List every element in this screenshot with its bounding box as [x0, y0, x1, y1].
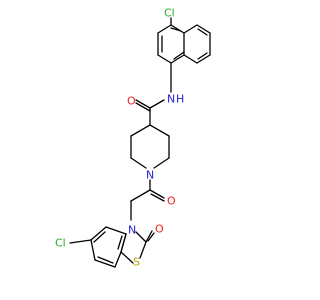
- acyl-linker: [130, 179, 165, 221]
- atom-o-amide: O: [127, 95, 136, 108]
- bond-c-cl-benzo: [69, 239, 92, 244]
- naphthalene-ring-b: [183, 24, 211, 64]
- atom-o-benzothiazolone: O: [155, 223, 164, 236]
- atom-h-amide: H: [176, 93, 184, 106]
- atom-o-acyl: O: [167, 195, 176, 208]
- atom-n-benzothiazolone: N: [128, 224, 136, 237]
- atom-n-piperidine: N: [146, 169, 154, 182]
- atom-s-benzothiazolone: S: [133, 256, 140, 269]
- molecule-structure: Cl N H O N O N O S Cl: [55, 7, 211, 269]
- bond-c-o-thiazolone: [147, 232, 155, 242]
- atom-cl-naphthyl: Cl: [164, 7, 175, 20]
- molecule-canvas: Cl N H O N O N O S Cl: [55, 7, 211, 269]
- atom-cl-benzo: Cl: [55, 237, 66, 250]
- naphthalene-ring-a: [157, 24, 185, 64]
- benzo-ring: [90, 226, 127, 268]
- piperidine-ring: [130, 124, 170, 169]
- amide-group: [135, 99, 165, 126]
- atom-n-amide: N: [167, 93, 175, 106]
